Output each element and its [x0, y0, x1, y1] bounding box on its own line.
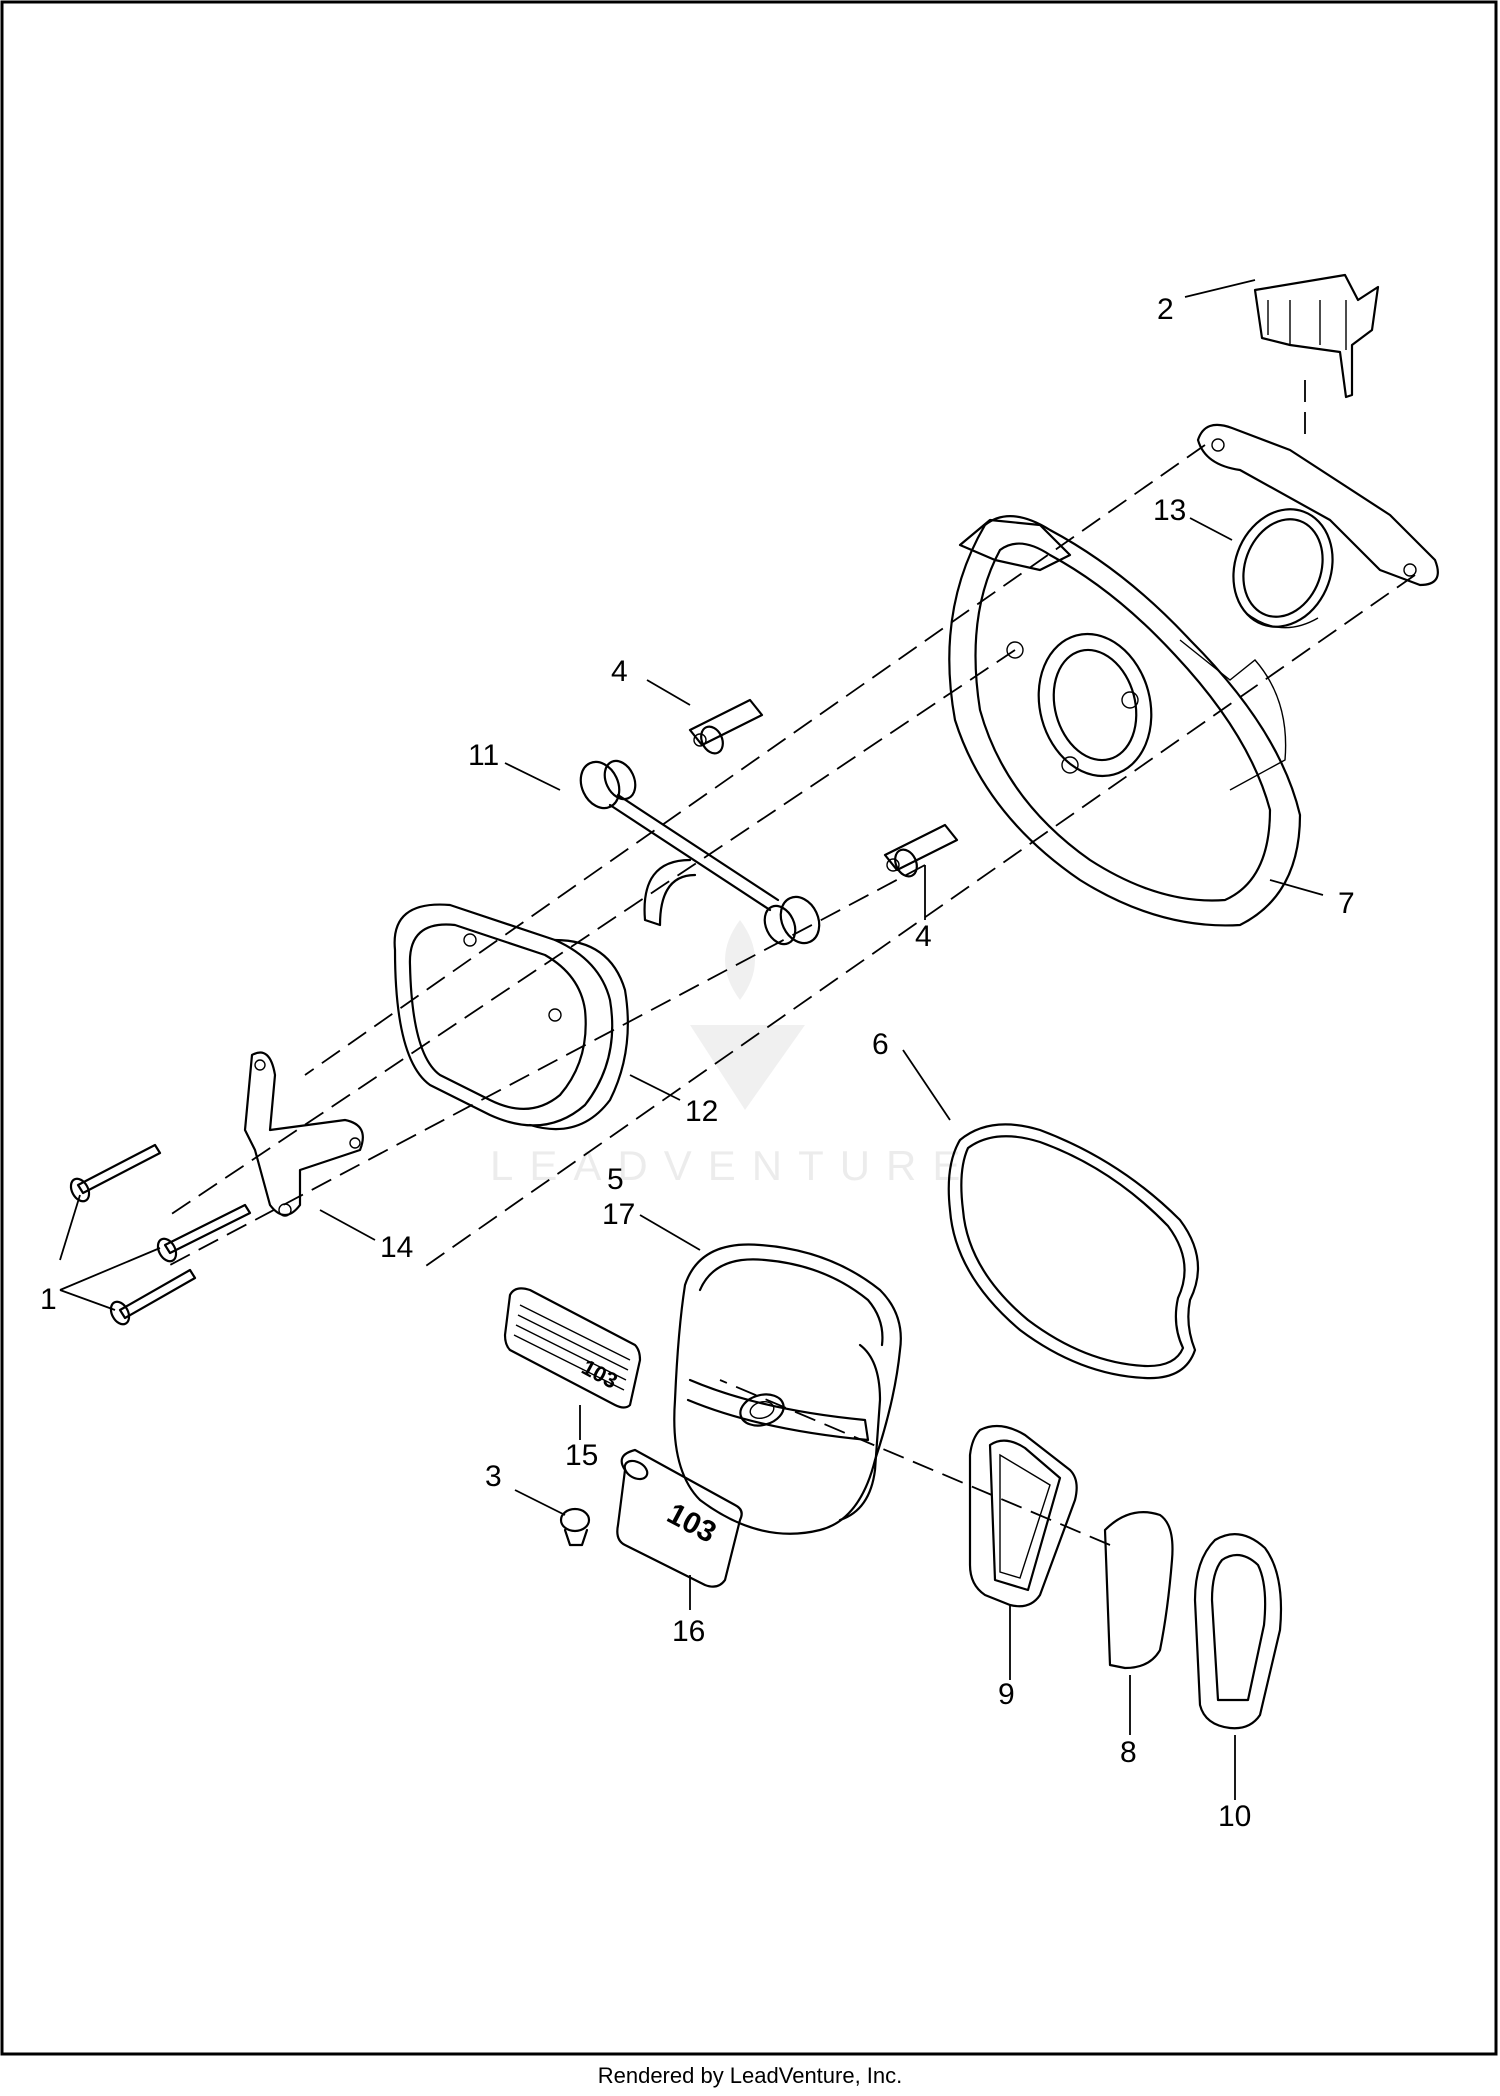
callout-17: 17 [602, 1198, 636, 1231]
callout-16: 16 [672, 1615, 706, 1648]
callout-4-upper: 4 [611, 655, 628, 688]
part-12-filter-element[interactable] [393, 903, 629, 1131]
part-17-cover[interactable] [673, 1243, 902, 1535]
part-4-stud-lower[interactable] [883, 823, 959, 880]
part-9-insert[interactable] [968, 1424, 1078, 1608]
part-13-seal-ring[interactable] [1217, 495, 1348, 641]
part-15-trim-insert[interactable]: 103 [503, 1287, 642, 1409]
part-3-screw[interactable] [559, 1507, 591, 1547]
part-16-badge[interactable]: 103 [616, 1448, 743, 1588]
footer-credit: Rendered by LeadVenture, Inc. [597, 2063, 903, 2088]
watermark-logo [690, 920, 805, 1110]
watermark-text: LEADVENTURE [490, 1142, 977, 1189]
part-2-bracket-clip[interactable] [1253, 273, 1380, 399]
leader-lines [59, 279, 1324, 1800]
callout-2: 2 [1157, 293, 1174, 326]
part-8-filter-pad[interactable] [1103, 1511, 1174, 1670]
part-11-breather-tube[interactable] [574, 756, 827, 950]
callout-10: 10 [1218, 1800, 1252, 1833]
callout-9: 9 [998, 1678, 1015, 1711]
bracket-plate[interactable] [1196, 423, 1439, 587]
part-4-stud-upper[interactable] [688, 698, 764, 757]
part-6-gasket[interactable] [947, 1123, 1200, 1380]
callout-1: 1 [40, 1283, 57, 1316]
diagram-border [0, 0, 1498, 2056]
callout-5: 5 [607, 1163, 624, 1196]
part-7-backplate[interactable] [948, 515, 1302, 927]
badge-text: 103 [662, 1497, 722, 1550]
callout-14: 14 [380, 1231, 414, 1264]
callout-4-lower: 4 [915, 920, 932, 953]
part-10-trim-ring[interactable] [1193, 1532, 1283, 1730]
callout-15: 15 [565, 1439, 599, 1472]
part-14-mounting-bracket[interactable] [243, 1051, 364, 1217]
callout-8: 8 [1120, 1736, 1137, 1769]
assembly-lines [169, 380, 1416, 1546]
part-1-screws[interactable] [67, 1143, 252, 1327]
callout-13: 13 [1153, 494, 1187, 527]
callout-3: 3 [485, 1460, 502, 1493]
callout-6: 6 [872, 1028, 889, 1061]
callout-7: 7 [1338, 887, 1355, 920]
callout-11: 11 [468, 739, 500, 772]
callout-12: 12 [685, 1095, 719, 1128]
